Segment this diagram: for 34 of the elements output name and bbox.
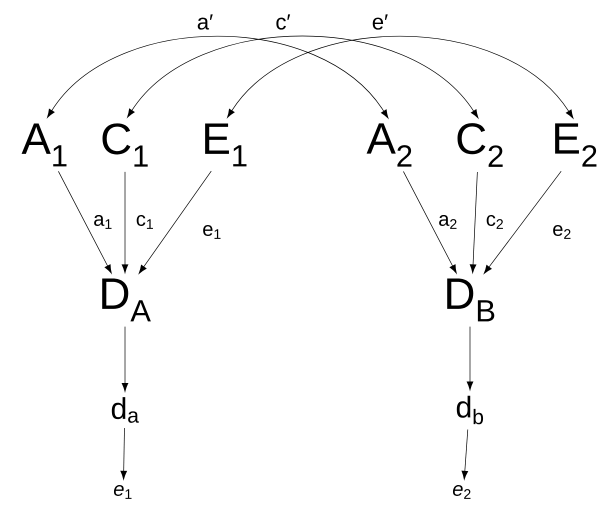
edge-label: c$_{1}$: [134, 214, 156, 230]
arrow: [484, 170, 562, 274]
arrow: [122, 326, 128, 392]
arrow: [58, 170, 112, 274]
edge-label: a$_{1}$: [92, 214, 114, 230]
arrow: [403, 171, 457, 274]
variable-label: E$_{1}$: [205, 124, 246, 166]
curved-arrow: [227, 36, 574, 119]
variable-label: A$_{1}$: [22, 124, 66, 166]
variable-label: d$_{b}$: [456, 396, 484, 424]
arrow: [470, 172, 478, 274]
edge-label: a$_{2}$: [437, 214, 459, 230]
arrow: [466, 326, 474, 390]
curved-arrow: [127, 36, 478, 118]
variable-label: d$_{a}$: [112, 397, 139, 423]
variable-label: D$_{A}$: [102, 278, 151, 322]
arrow: [120, 428, 127, 480]
edge-label: c′: [274, 13, 292, 31]
variable-label: e$_{2}$: [452, 485, 470, 499]
arrow: [122, 172, 128, 274]
edge-label: e′: [370, 13, 390, 31]
arrow: [462, 429, 468, 480]
edge-label: c$_{2}$: [484, 214, 506, 230]
variable-label: E$_{2}$: [555, 123, 596, 167]
arrow: [138, 170, 212, 274]
edge-label: a′: [196, 13, 214, 31]
variable-label: e$_{1}$: [114, 485, 132, 499]
variable-label: D$_{B}$: [447, 278, 494, 322]
curved-arrow: [47, 36, 388, 119]
variable-label: A$_{2}$: [366, 123, 412, 167]
edge-label: e$_{1}$: [201, 224, 223, 240]
edge-label: e$_{2}$: [551, 224, 573, 240]
variable-label: C$_{2}$: [458, 123, 503, 167]
variable-label: C$_{1}$: [102, 123, 148, 167]
